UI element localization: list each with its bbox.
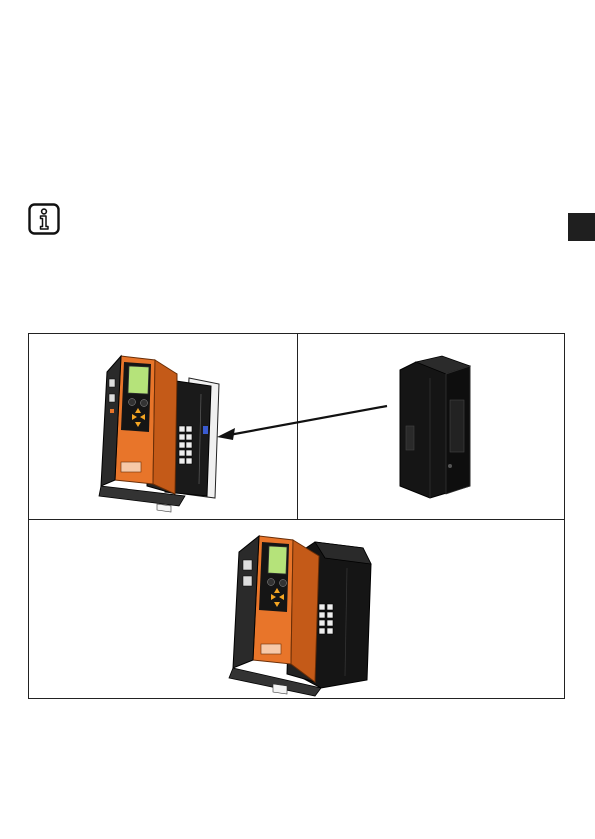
assembled-panel <box>29 520 564 698</box>
assembled-modules-icon <box>29 520 564 698</box>
info-icon <box>28 203 60 235</box>
controller-module-icon <box>29 334 297 519</box>
power-supply-module-icon <box>298 334 564 519</box>
figure-table <box>28 333 565 699</box>
chapter-tab-marker <box>568 213 595 241</box>
power-module-panel <box>298 334 564 519</box>
module-with-rail-panel <box>29 334 297 519</box>
